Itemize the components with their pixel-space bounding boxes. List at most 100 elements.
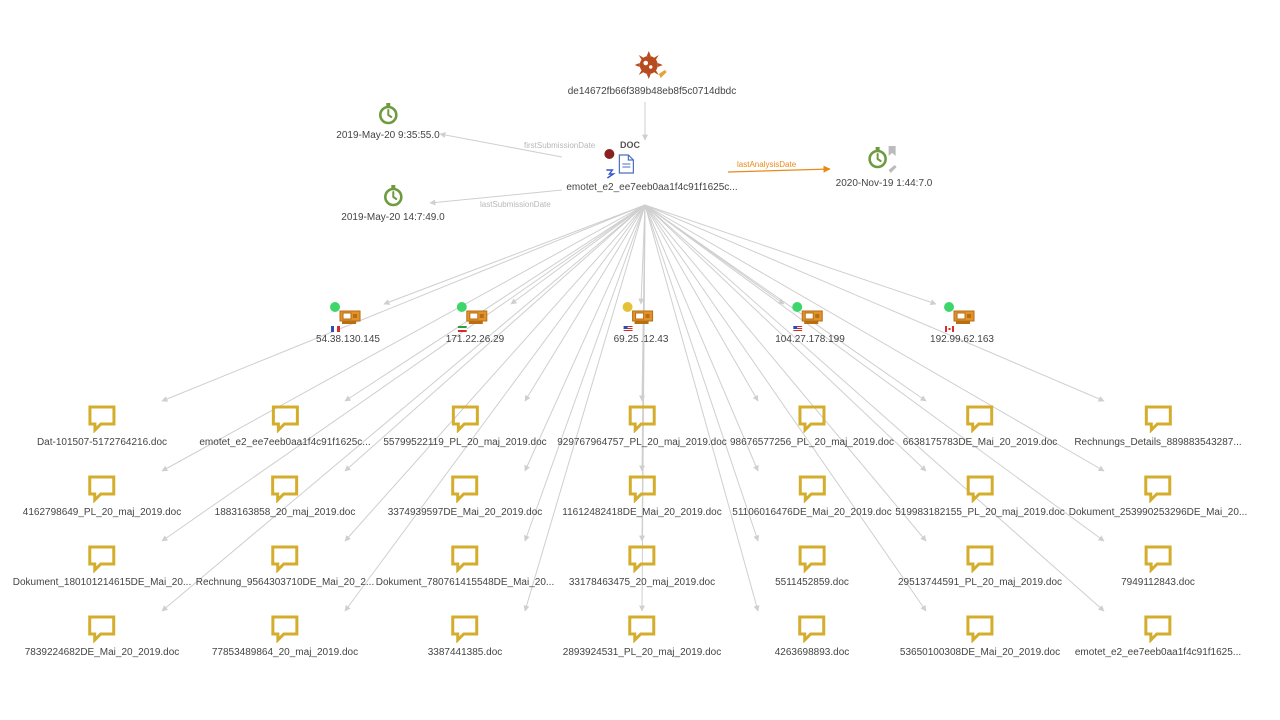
center-file-node[interactable]: DOC emotet_e2_ee7eeb0aa1f4c91f1625c... <box>566 140 737 193</box>
file-node-r2c3[interactable]: 33178463475_20_maj_2019.doc <box>569 545 715 588</box>
file-label: 77853489864_20_maj_2019.doc <box>211 647 359 658</box>
comment-icon <box>798 405 826 433</box>
file-label: Rechnungs_Details_889883543287... <box>1074 437 1242 448</box>
date-node-last-submission[interactable]: 2019-May-20 14:7:49.0 <box>341 184 445 223</box>
edge-to-file-r1c6 <box>644 204 1105 472</box>
date-label: 2019-May-20 9:35:55.0 <box>336 130 440 141</box>
ip-label: 54.38.130.145 <box>316 334 380 345</box>
file-node-r0c6[interactable]: Rechnungs_Details_889883543287... <box>1074 405 1242 448</box>
file-node-r1c6[interactable]: Dokument_253990253296DE_Mai_20... <box>1069 475 1247 518</box>
status-dot <box>456 302 467 312</box>
file-node-r3c6[interactable]: emotet_e2_ee7eeb0aa1f4c91f1625... <box>1075 615 1241 658</box>
comment-icon <box>451 405 479 433</box>
file-node-r1c5[interactable]: 519983182155_PL_20_maj_2019.doc <box>895 475 1065 518</box>
stopwatch-icon <box>378 103 398 125</box>
file-label: 929767964757_PL_20_maj_2019.doc <box>557 437 727 448</box>
ip-node-4[interactable]: 192.99.62.163 <box>930 302 994 345</box>
hash-label: de14672fb66f389b48eb8f5c0714dbdc <box>567 86 737 97</box>
file-label: 53650100308DE_Mai_20_2019.doc <box>899 647 1061 658</box>
ip-node-2[interactable]: 69.25 .12.43 <box>614 302 668 345</box>
file-label: 33178463475_20_maj_2019.doc <box>568 577 716 588</box>
edge-label-last-submission: lastSubmissionDate <box>480 200 551 209</box>
usa-flag-icon <box>792 326 802 332</box>
network-card-icon <box>801 310 823 324</box>
comment-icon <box>88 405 116 433</box>
file-node-r0c2[interactable]: 55799522119_PL_20_maj_2019.doc <box>383 405 547 448</box>
file-node-r0c1[interactable]: emotet_e2_ee7eeb0aa1f4c91f1625c... <box>199 405 371 448</box>
comment-icon <box>271 405 299 433</box>
file-node-r2c2[interactable]: Dokument_780761415548DE_Mai_20... <box>376 545 554 588</box>
date-node-last-analysis[interactable]: 2020-Nov-19 1:44:7.0 <box>836 144 932 189</box>
edge-to-file-r0c2 <box>524 204 646 402</box>
network-card-icon <box>339 310 361 324</box>
file-node-r3c2[interactable]: 3387441385.doc <box>428 615 502 658</box>
file-label: 7949112843.doc <box>1121 577 1195 588</box>
file-node-r3c4[interactable]: 4263698893.doc <box>775 615 849 658</box>
status-dot <box>791 302 802 312</box>
edge-to-file-r2c0 <box>161 204 646 542</box>
center-file-icon-group: DOC <box>603 140 672 180</box>
comment-icon <box>628 545 656 573</box>
edge-last-submission <box>429 189 563 206</box>
file-node-r2c4[interactable]: 5511452859.doc <box>775 545 849 588</box>
edge-to-file-r3c2 <box>523 204 646 612</box>
edge-last-analysis <box>727 165 831 173</box>
comment-icon <box>628 475 656 503</box>
file-label: Dokument_180101214615DE_Mai_20... <box>12 577 192 588</box>
file-node-r3c3[interactable]: 2893924531_PL_20_maj_2019.doc <box>563 615 721 658</box>
usa-flag-icon <box>624 326 633 332</box>
edge-to-file-r0c1 <box>344 204 646 402</box>
file-label: 55799522119_PL_20_maj_2019.doc <box>383 437 547 448</box>
edge-to-ip-1 <box>510 204 646 305</box>
file-node-r2c5[interactable]: 29513744591_PL_20_maj_2019.doc <box>898 545 1062 588</box>
file-node-r1c1[interactable]: 1883163858_20_maj_2019.doc <box>215 475 355 518</box>
comment-icon <box>271 615 299 643</box>
ip-node-3[interactable]: 104.27.178.199 <box>775 302 845 345</box>
file-node-r0c0[interactable]: Dat-101507-5172764216.doc <box>37 405 167 448</box>
stopwatch-icon <box>383 185 403 207</box>
file-label: 3374939597DE_Mai_20_2019.doc <box>387 507 543 518</box>
file-node-r1c2[interactable]: 3374939597DE_Mai_20_2019.doc <box>387 475 543 518</box>
comment-icon <box>1144 475 1172 503</box>
ip-node-1[interactable]: 171.22.26.29 <box>446 302 504 345</box>
file-node-r2c1[interactable]: Rechnung_9564303710DE_Mai_20_2... <box>196 545 374 588</box>
iran-flag-icon <box>457 326 467 332</box>
file-node-r1c0[interactable]: 4162798649_PL_20_maj_2019.doc <box>23 475 181 518</box>
edge-label-first-submission: firstSubmissionDate <box>524 141 596 150</box>
document-icon <box>618 154 634 174</box>
comment-icon <box>88 475 116 503</box>
file-node-r3c1[interactable]: 77853489864_20_maj_2019.doc <box>212 615 358 658</box>
file-node-r2c6[interactable]: 7949112843.doc <box>1121 545 1195 588</box>
file-node-r0c3[interactable]: 929767964757_PL_20_maj_2019.doc <box>557 405 727 448</box>
comment-icon <box>271 545 299 573</box>
edge-to-file-r0c0 <box>161 204 646 402</box>
comment-icon <box>798 615 826 643</box>
file-label: Rechnung_9564303710DE_Mai_20_2... <box>195 577 375 588</box>
ip-icon-group <box>456 302 490 332</box>
edge-to-file-r2c6 <box>644 204 1105 542</box>
file-node-r1c4[interactable]: 51106016476DE_Mai_20_2019.doc <box>732 475 892 518</box>
comment-icon <box>1144 615 1172 643</box>
file-label: emotet_e2_ee7eeb0aa1f4c91f1625c... <box>199 437 371 448</box>
comment-icon <box>451 475 479 503</box>
edge-to-file-r0c6 <box>644 204 1105 402</box>
file-node-r0c5[interactable]: 6638175783DE_Mai_20_2019.doc <box>903 405 1057 448</box>
ip-icon-group <box>943 302 977 332</box>
file-label: 11612482418DE_Mai_20_2019.doc <box>562 507 722 518</box>
file-node-r3c0[interactable]: 7839224682DE_Mai_20_2019.doc <box>25 615 179 658</box>
ip-node-0[interactable]: 54.38.130.145 <box>316 302 380 345</box>
file-node-r1c3[interactable]: 11612482418DE_Mai_20_2019.doc <box>562 475 722 518</box>
comment-icon <box>628 405 656 433</box>
file-node-r2c0[interactable]: Dokument_180101214615DE_Mai_20... <box>13 545 191 588</box>
edge-to-file-r1c5 <box>644 204 927 472</box>
file-label: 2893924531_PL_20_maj_2019.doc <box>562 647 722 658</box>
file-node-r3c5[interactable]: 53650100308DE_Mai_20_2019.doc <box>900 615 1060 658</box>
file-node-r0c4[interactable]: 98676577256_PL_20_maj_2019.doc <box>730 405 894 448</box>
hash-node[interactable]: de14672fb66f389b48eb8f5c0714dbdc <box>567 50 737 97</box>
date-node-first-submission[interactable]: 2019-May-20 9:35:55.0 <box>336 102 440 141</box>
status-dot <box>623 302 633 312</box>
edge-to-file-r2c1 <box>344 204 646 542</box>
comment-icon <box>798 545 826 573</box>
malware-virus-icon <box>635 51 667 79</box>
edge-to-file-r3c1 <box>344 204 646 612</box>
